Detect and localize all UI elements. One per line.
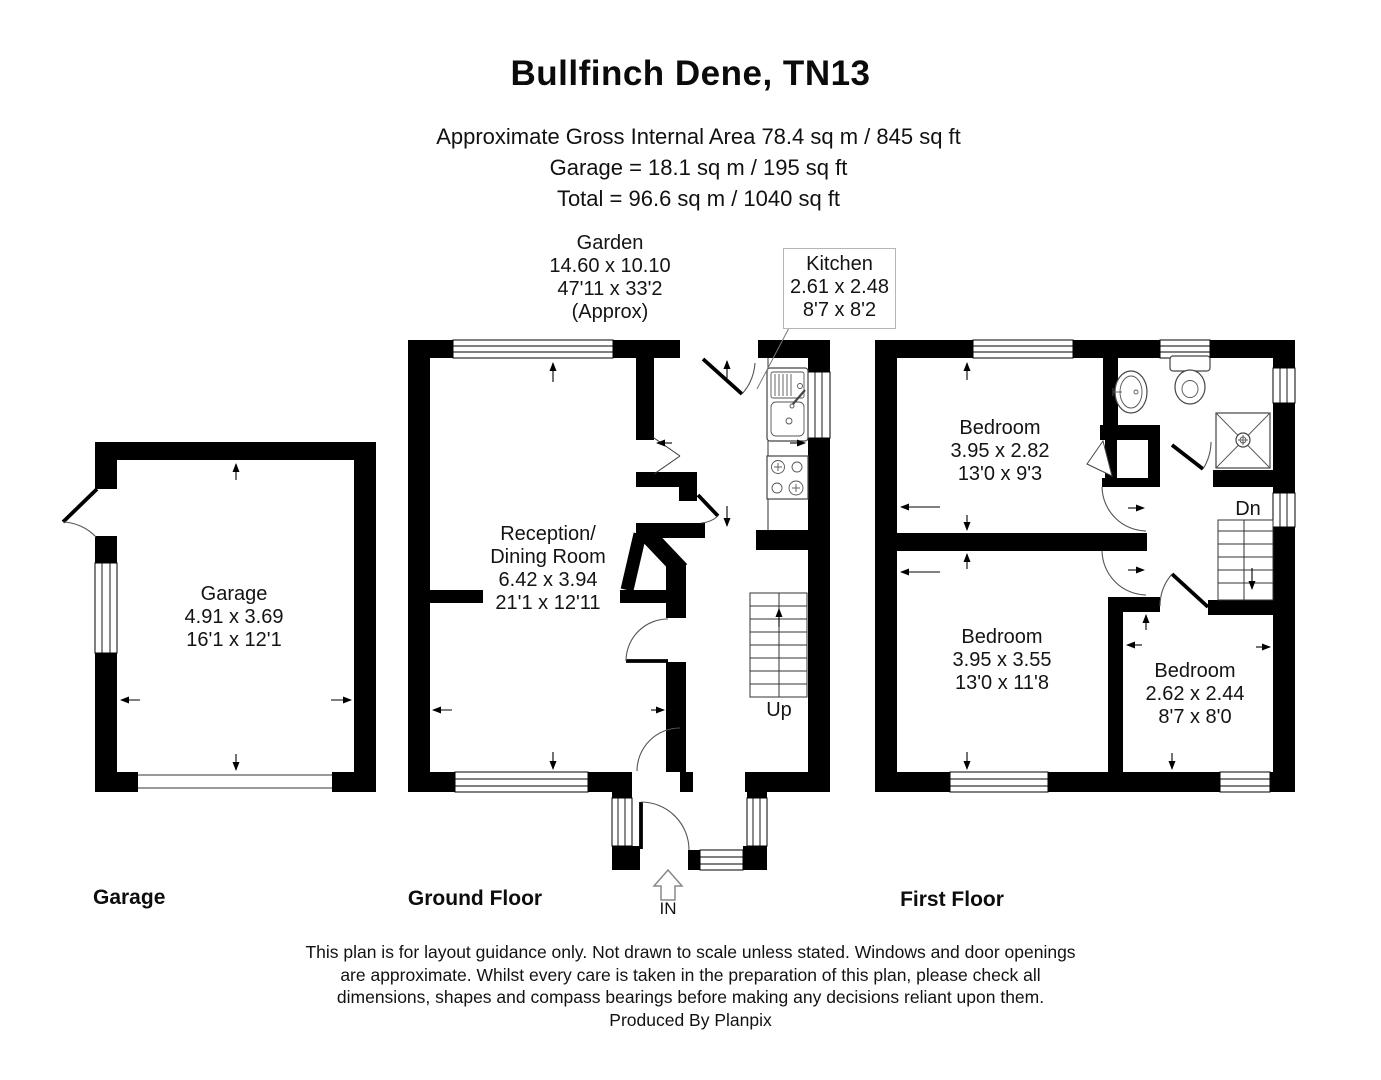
porch-right-window xyxy=(746,797,768,847)
garage-room-label: Garage 4.91 x 3.69 16'1 x 12'1 xyxy=(134,583,334,652)
landing-window xyxy=(1272,492,1296,528)
cupboard-door xyxy=(696,493,720,524)
bathroom-door xyxy=(1170,441,1212,471)
stairs-up-label: Up xyxy=(766,699,792,721)
disclaimer-line-3: dimensions, shapes and compass bearings … xyxy=(336,987,1045,1007)
floor-label-first: First Floor xyxy=(900,888,1004,911)
kitchen-imperial: 8'7 x 8'2 xyxy=(802,299,877,321)
kitchen-window xyxy=(807,371,831,439)
bedroom1-label: Bedroom 3.95 x 2.82 13'0 x 9'3 xyxy=(900,417,1100,486)
bedroom3-window xyxy=(1219,771,1271,793)
area-summary: Approximate Gross Internal Area 78.4 sq … xyxy=(8,121,1381,214)
kitchen-callout-leader xyxy=(756,325,791,390)
kitchen-hob-icon xyxy=(766,455,809,500)
entrance-in-label: IN xyxy=(659,899,677,918)
ground-floor-plan xyxy=(408,325,831,871)
bedroom1-title: Bedroom xyxy=(959,417,1041,439)
garden-note: (Approx) xyxy=(571,301,649,323)
bedroom3-imperial: 8'7 x 8'0 xyxy=(1158,706,1232,728)
bedroom1-imperial: 13'0 x 9'3 xyxy=(957,463,1043,485)
garden-title: Garden xyxy=(576,232,644,254)
floor-label-garage: Garage xyxy=(93,886,166,909)
kitchen-callout: Kitchen 2.61 x 2.48 8'7 x 8'2 xyxy=(783,248,896,329)
garden-label: Garden 14.60 x 10.10 47'11 x 33'2 (Appro… xyxy=(510,232,710,324)
garage-room-title: Garage xyxy=(200,583,268,605)
reception-imperial: 21'1 x 12'11 xyxy=(495,592,601,614)
reception-title-2: Dining Room xyxy=(490,546,606,568)
bedroom1-metric: 3.95 x 2.82 xyxy=(950,440,1050,462)
garden-imperial: 47'11 x 33'2 xyxy=(557,278,663,300)
bedroom3-metric: 2.62 x 2.44 xyxy=(1145,683,1245,705)
reception-door xyxy=(625,618,669,663)
stairs-down-label: Dn xyxy=(1235,498,1261,520)
bedroom3-title: Bedroom xyxy=(1154,660,1236,682)
reception-metric: 6.42 x 3.94 xyxy=(498,569,598,591)
first-floor-plan xyxy=(875,339,1296,793)
disclaimer-line-1: This plan is for layout guidance only. N… xyxy=(305,942,1076,962)
porch-left-window xyxy=(611,797,633,847)
cupboard-door-first xyxy=(1086,439,1113,477)
garage-dimension-arrows xyxy=(120,463,352,771)
disclaimer-line-2: are approximate. Whilst every care is ta… xyxy=(340,964,1041,985)
kitchen-title: Kitchen xyxy=(806,253,873,275)
stairs-up xyxy=(749,592,808,698)
garage-room-imperial: 16'1 x 12'1 xyxy=(186,629,282,651)
garage-side-door xyxy=(61,487,99,538)
bedroom2-label: Bedroom 3.95 x 3.55 13'0 x 11'8 xyxy=(902,626,1102,695)
kitchen-sink-icon xyxy=(766,367,809,442)
reception-room-label: Reception/ Dining Room 6.42 x 3.94 21'1 … xyxy=(448,523,648,615)
credit-line: Produced By Planpix xyxy=(609,1009,772,1030)
bedroom2-imperial: 13'0 x 11'8 xyxy=(954,672,1049,694)
area-line-total-internal: Approximate Gross Internal Area 78.4 sq … xyxy=(436,124,961,149)
bedroom1-window xyxy=(972,339,1074,359)
ground-dimension-arrows xyxy=(432,360,806,770)
reception-top-window xyxy=(452,339,614,359)
stairs-down xyxy=(1217,519,1274,601)
front-door xyxy=(639,801,690,851)
toilet-icon xyxy=(1169,355,1211,405)
bedroom2-window xyxy=(949,771,1049,793)
floor-label-ground: Ground Floor xyxy=(407,887,543,910)
bedroom1-door xyxy=(1101,486,1147,532)
kitchen-metric: 2.61 x 2.48 xyxy=(790,276,889,298)
back-door xyxy=(701,357,756,396)
area-line-garage: Garage = 18.1 sq m / 195 sq ft xyxy=(549,155,848,180)
first-dimension-arrows xyxy=(900,362,1271,770)
garage-room-metric: 4.91 x 3.69 xyxy=(184,606,284,628)
garage-window xyxy=(94,562,118,654)
page-title: Bullfinch Dene, TN13 xyxy=(510,54,871,93)
basin-icon xyxy=(1112,370,1148,414)
shower-icon xyxy=(1215,412,1271,469)
garage-plan xyxy=(61,442,376,792)
in-arrow-icon xyxy=(652,868,684,901)
porch-bottom-window xyxy=(699,849,744,871)
bathroom-top-window xyxy=(1159,339,1211,359)
garden-metric: 14.60 x 10.10 xyxy=(549,255,671,277)
bedroom3-door xyxy=(1159,572,1210,609)
bedroom3-label: Bedroom 2.62 x 2.44 8'7 x 8'0 xyxy=(1115,660,1275,729)
bedroom2-metric: 3.95 x 3.55 xyxy=(952,649,1052,671)
hall-door xyxy=(636,727,681,772)
reception-title-1: Reception/ xyxy=(500,523,596,545)
disclaimer: This plan is for layout guidance only. N… xyxy=(0,941,1381,1031)
bathroom-side-window xyxy=(1272,367,1296,404)
bedroom2-door xyxy=(1101,550,1147,596)
reception-bottom-window xyxy=(454,771,589,793)
area-line-total: Total = 96.6 sq m / 1040 sq ft xyxy=(556,186,841,211)
garage-door xyxy=(138,774,332,789)
bedroom2-title: Bedroom xyxy=(961,626,1043,648)
